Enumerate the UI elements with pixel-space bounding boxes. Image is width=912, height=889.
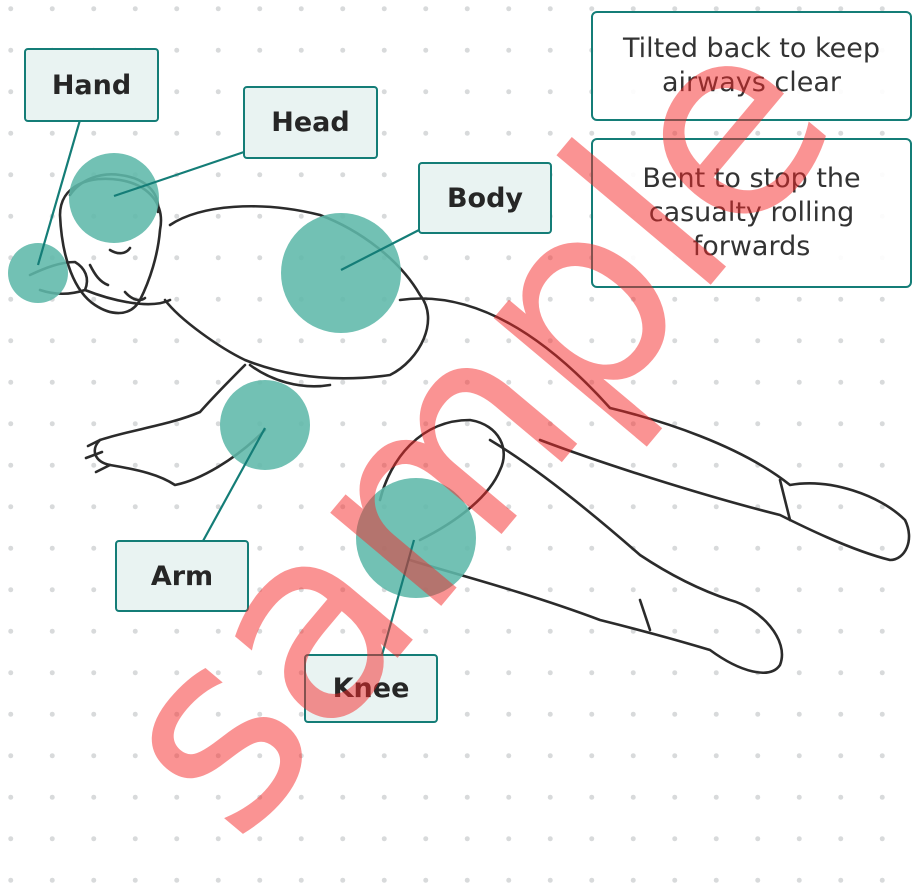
cheek-line <box>90 265 108 285</box>
lower-hand-fingers <box>86 440 110 472</box>
arm-label: Arm <box>115 540 249 612</box>
hand-highlight <box>8 243 68 303</box>
arm-highlight <box>220 380 310 470</box>
upper-arm-outline <box>85 290 170 304</box>
head-label: Head <box>243 86 378 159</box>
head-position-note: Tilted back to keep airways clear <box>591 11 912 121</box>
highlight-circles <box>8 153 476 598</box>
head-highlight <box>69 153 159 243</box>
body-highlight <box>281 213 401 333</box>
upper-leg-outline <box>400 298 909 560</box>
knee-highlight <box>356 478 476 598</box>
hand-label: Hand <box>24 48 159 122</box>
ankle-line-1 <box>780 480 790 520</box>
ankle-line-2 <box>640 600 650 630</box>
knee-label: Knee <box>304 654 438 723</box>
body-label: Body <box>418 162 552 234</box>
recovery-position-diagram: Hand Head Body Arm Knee Tilted back to k… <box>0 0 912 723</box>
closed-eye <box>110 248 130 253</box>
arm-position-note: Bent to stop the casualty rolling forwar… <box>591 138 912 288</box>
